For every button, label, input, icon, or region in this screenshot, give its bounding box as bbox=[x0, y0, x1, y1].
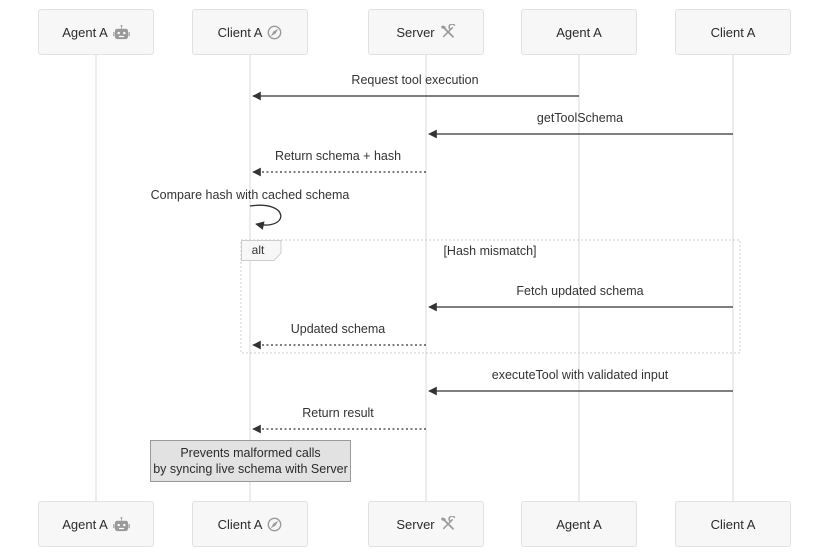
alt-fragment-frame bbox=[240, 239, 741, 354]
actor-label: Client A bbox=[217, 516, 263, 532]
tools-icon bbox=[440, 516, 456, 530]
actor-bottom-client-a-left: Client A bbox=[192, 501, 308, 547]
actor-label: Server bbox=[396, 24, 435, 40]
message-label-fetch-updated-schema: Fetch updated schema bbox=[516, 284, 644, 298]
compass-icon bbox=[268, 517, 282, 531]
lifelines bbox=[95, 55, 734, 501]
tools-icon bbox=[440, 24, 456, 38]
actor-top-agent-a-right: Agent A bbox=[521, 9, 637, 55]
actor-label: Agent A bbox=[556, 24, 602, 40]
actor-label: Agent A bbox=[556, 516, 602, 532]
note-line: by syncing live schema with Server bbox=[153, 462, 348, 476]
robot-icon bbox=[113, 24, 130, 39]
note-box: Prevents malformed calls by syncing live… bbox=[150, 440, 351, 482]
alt-label-tag bbox=[241, 240, 282, 261]
message-label-request-tool-execution: Request tool execution bbox=[351, 73, 479, 87]
actor-bottom-agent-a-left: Agent A bbox=[38, 501, 154, 547]
note-line: Prevents malformed calls bbox=[180, 446, 321, 460]
fragment-condition-label: [Hash mismatch] bbox=[443, 244, 537, 258]
actor-bottom-server: Server bbox=[368, 501, 484, 547]
message-label-updated-schema: Updated schema bbox=[290, 322, 386, 336]
actor-top-agent-a-left: Agent A bbox=[38, 9, 154, 55]
actor-bottom-client-a-right: Client A bbox=[675, 501, 791, 547]
message-label-return-result: Return result bbox=[302, 406, 374, 420]
actor-label: Client A bbox=[710, 24, 756, 40]
message-arrows bbox=[249, 91, 733, 434]
message-label-execute-tool: executeTool with validated input bbox=[491, 368, 669, 382]
message-label-compare-hash: Compare hash with cached schema bbox=[150, 188, 350, 202]
actor-bottom-agent-a-right: Agent A bbox=[521, 501, 637, 547]
arrow-self-loop-compare-hash bbox=[249, 204, 282, 230]
actor-label: Agent A bbox=[62, 24, 108, 40]
compass-icon bbox=[268, 25, 282, 39]
message-label-return-schema-hash: Return schema + hash bbox=[274, 149, 402, 163]
alt-frame-border bbox=[240, 239, 741, 354]
actor-label: Server bbox=[396, 516, 435, 532]
actor-top-server: Server bbox=[368, 9, 484, 55]
message-label-get-tool-schema: getToolSchema bbox=[536, 111, 624, 125]
actor-top-client-a-left: Client A bbox=[192, 9, 308, 55]
robot-icon bbox=[113, 516, 130, 531]
actor-top-client-a-right: Client A bbox=[675, 9, 791, 55]
actor-label: Agent A bbox=[62, 516, 108, 532]
actor-label: Client A bbox=[217, 24, 263, 40]
fragment-operator-label: alt bbox=[251, 243, 265, 257]
actor-label: Client A bbox=[710, 516, 756, 532]
